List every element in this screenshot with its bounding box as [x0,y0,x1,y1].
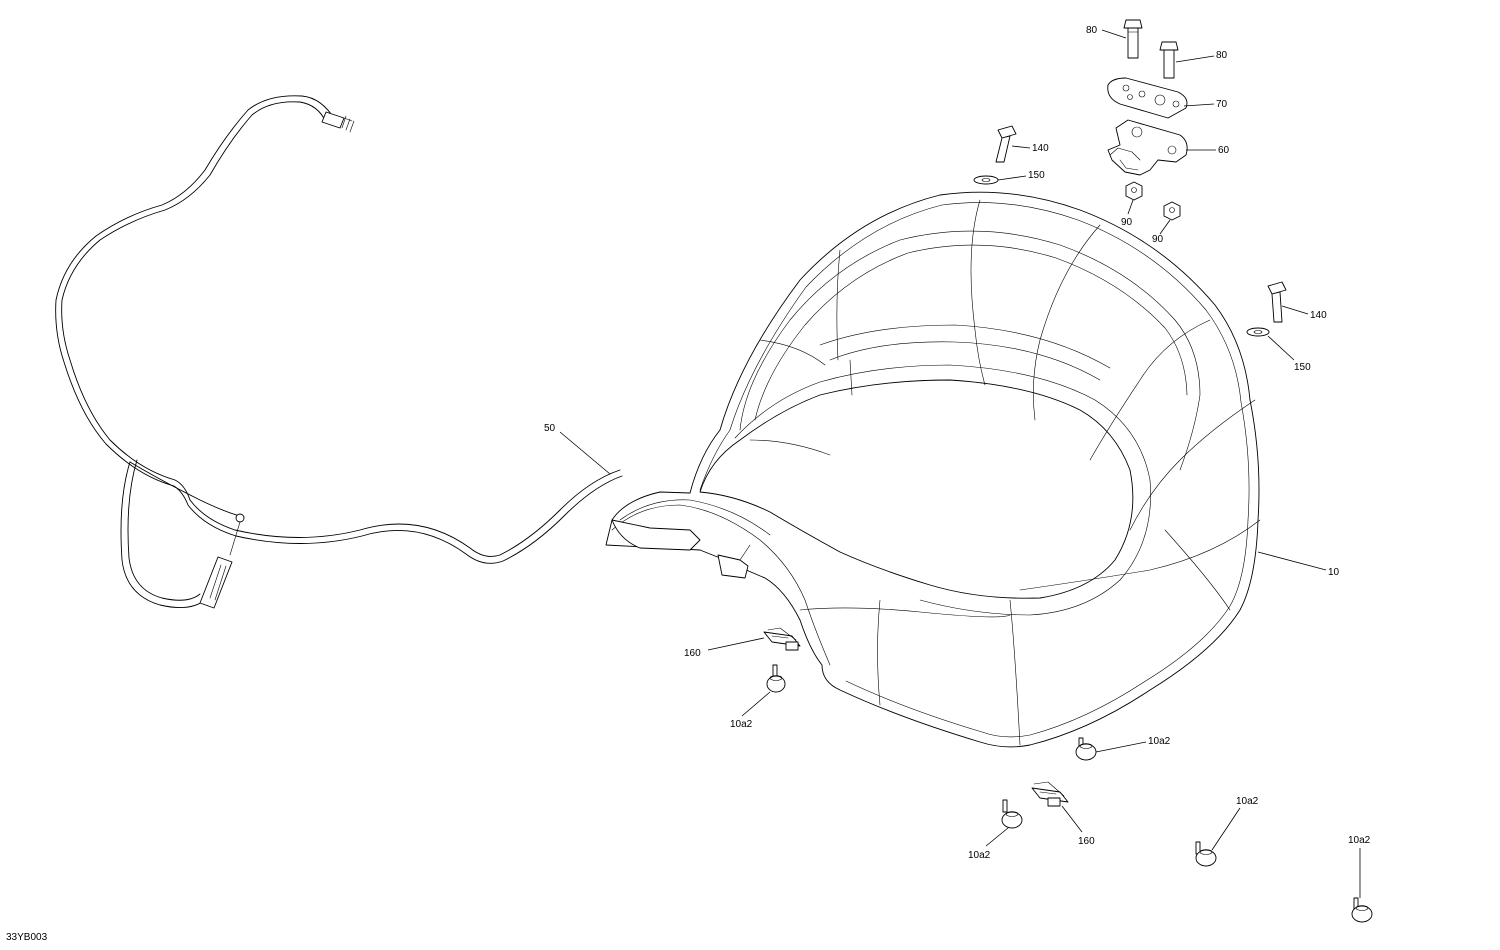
bumper-10a2-bottom-left[interactable] [1001,799,1023,829]
nut-90-a[interactable] [1125,181,1143,201]
callout-10a2-left: 10a2 [730,719,753,730]
plate-70[interactable] [1107,77,1188,119]
callout-50: 50 [544,423,556,434]
callout-90-a: 90 [1121,217,1133,228]
callout-150-right: 150 [1294,362,1311,373]
bolt-80-right[interactable] [1159,41,1179,79]
washer-150-upper[interactable] [973,175,999,185]
callout-70: 70 [1216,99,1228,110]
nut-90-b[interactable] [1163,201,1181,221]
callout-80-right: 80 [1216,50,1228,61]
washer-150-right[interactable] [1246,327,1270,337]
bolt-80-left[interactable] [1123,19,1143,59]
callout-150-upper: 150 [1028,170,1045,181]
latch-bracket-60[interactable] [1107,119,1188,176]
callout-10a2-bottom-middle: 10a2 [1236,796,1259,807]
bolt-140-upper[interactable] [995,125,1017,163]
callout-160-left: 160 [684,648,701,659]
callout-60: 60 [1218,145,1230,156]
callout-10a2-bottom-left: 10a2 [968,850,991,861]
bumper-10a2-bottom-middle[interactable] [1195,841,1217,867]
bumper-10a2-bottom-right[interactable] [1351,897,1373,923]
callout-160-bottom: 160 [1078,836,1095,847]
bumper-10a2-middle[interactable] [1075,737,1097,761]
callout-140-upper: 140 [1032,143,1049,154]
callout-140-right: 140 [1310,310,1327,321]
callout-labels: 80 80 70 60 90 90 140 150 140 150 50 10 … [544,25,1371,861]
callout-10: 10 [1328,567,1340,578]
callout-80-left: 80 [1086,25,1098,36]
leader-lines [559,29,1361,898]
callout-10a2-middle: 10a2 [1148,736,1171,747]
bolt-140-right[interactable] [1267,281,1287,323]
callout-10a2-bottom-right: 10a2 [1348,835,1371,846]
drawing-code: 33YB003 [6,932,48,943]
clip-160-bottom[interactable] [1031,781,1069,807]
callout-90-b: 90 [1152,234,1164,245]
seat-assembly[interactable] [605,191,1261,748]
bumper-10a2-left[interactable] [766,664,786,693]
release-cable[interactable] [55,95,623,609]
clip-160-left[interactable] [763,627,801,651]
